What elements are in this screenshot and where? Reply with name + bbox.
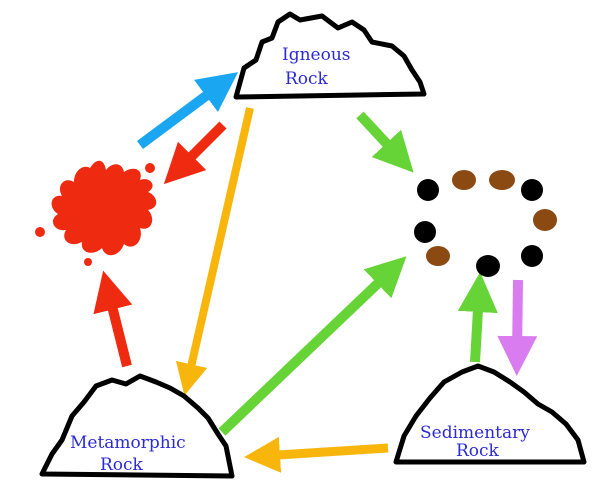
magma-splat: [35, 160, 157, 266]
metamorphic-rock: Metamorphic Rock: [39, 373, 235, 479]
arrow-sedimentary-to-metamorphic: [244, 436, 389, 473]
sediment-dot: [533, 209, 557, 231]
igneous-rock: Igneous Rock: [233, 11, 427, 100]
arrow-igneous-to-metamorphic: [175, 107, 254, 396]
arrow-igneous-to-magma: [163, 121, 227, 185]
metamorphic-label-line1: Metamorphic: [70, 433, 186, 453]
igneous-label-line1: Igneous: [282, 45, 351, 65]
sediment-dot: [452, 170, 476, 190]
sedimentary-label-line1: Sedimentary: [420, 423, 530, 443]
arrow-metamorphic-to-sediments: [218, 256, 407, 436]
sediment-dot: [489, 170, 515, 190]
sediment-dot: [476, 255, 500, 277]
igneous-label-line2: Rock: [285, 69, 329, 89]
sediment-dot: [521, 245, 543, 267]
sedimentary-rock: Sedimentary Rock: [393, 363, 587, 465]
arrow-magma-to-igneous: [137, 72, 239, 150]
sedimentary-label-line2: Rock: [456, 441, 500, 461]
sediment-particles: [414, 170, 557, 277]
arrow-sedimentary-to-sediments: [457, 272, 498, 363]
arrow-igneous-to-sediments: [356, 111, 414, 173]
sediment-dot: [417, 179, 439, 201]
sediment-dot: [414, 221, 436, 243]
arrow-sediments-to-sedimentary: [497, 279, 538, 376]
metamorphic-label-line2: Rock: [100, 455, 144, 475]
arrow-metamorphic-to-magma: [93, 270, 133, 368]
sediment-dot: [521, 179, 543, 201]
sediment-dot: [426, 246, 450, 266]
